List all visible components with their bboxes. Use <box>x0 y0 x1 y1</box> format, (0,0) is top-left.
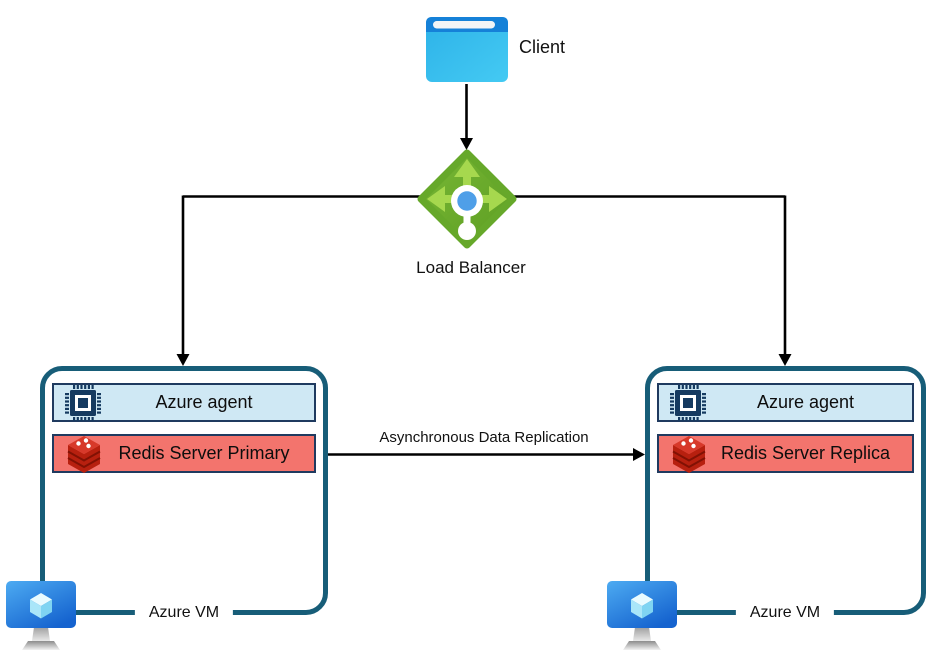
replication-arrow <box>328 448 645 461</box>
browser-window-icon <box>426 17 508 82</box>
client-to-lb-arrow <box>460 84 473 150</box>
replication-label: Asynchronous Data Replication <box>379 429 589 446</box>
cpu-chip-icon <box>670 384 706 421</box>
redis-replica-label: Redis Server Replica <box>720 443 891 463</box>
load-balancer-label: Load Balancer <box>416 258 526 277</box>
vm-box-left: Azure agent Redis Server Primary <box>40 366 328 615</box>
client-label: Client <box>519 37 566 57</box>
azure-load-balancer-icon <box>417 149 517 249</box>
lb-to-right-vm-arrow <box>778 195 792 366</box>
azure-vm-label-right: Azure VM <box>735 601 835 625</box>
lb-to-left-vm-arrow <box>176 195 190 366</box>
azure-agent-label: Azure agent <box>155 392 253 412</box>
azure-vm-monitor-icon <box>607 581 677 650</box>
azure-vm-label-left: Azure VM <box>134 601 234 625</box>
cpu-chip-icon <box>65 384 101 421</box>
redis-replica-bar: Redis Server Replica <box>657 434 914 473</box>
vm-box-right: Azure agent Redis Server Replica <box>645 366 926 615</box>
azure-agent-bar-left: Azure agent <box>52 383 316 422</box>
azure-agent-bar-right: Azure agent <box>657 383 914 422</box>
redis-cube-icon <box>67 435 101 473</box>
azure-vm-monitor-icon <box>6 581 76 650</box>
redis-primary-bar: Redis Server Primary <box>52 434 316 473</box>
redis-cube-icon <box>672 435 706 473</box>
azure-agent-label: Azure agent <box>756 392 855 412</box>
redis-primary-label: Redis Server Primary <box>118 443 290 463</box>
